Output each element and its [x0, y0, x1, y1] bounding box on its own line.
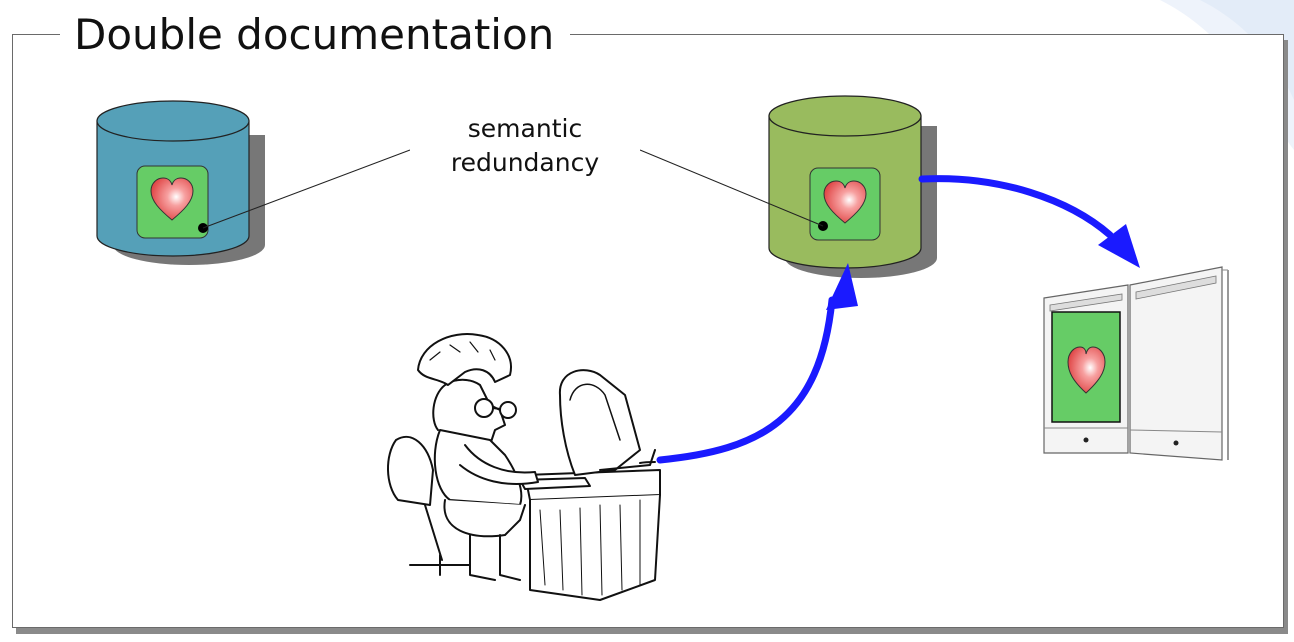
arrow-computer-to-database [656, 296, 836, 464]
annotation-line-right [639, 149, 824, 227]
slide-title: Double documentation [60, 8, 571, 62]
heart-panel [809, 167, 881, 241]
left-database-icon [96, 100, 265, 265]
annotation-line-2: redundancy [450, 148, 600, 177]
heart-icon [1067, 346, 1106, 394]
arrow-database-to-documents [918, 175, 1114, 239]
heart-panel [136, 165, 209, 239]
heart-icon [150, 177, 194, 221]
right-database-icon [768, 95, 937, 278]
person-at-computer-illustration [387, 333, 661, 601]
heart-icon [823, 180, 867, 224]
annotation-line-left [202, 149, 411, 229]
annotation-label: semantic redundancy [410, 112, 640, 180]
arrowhead-up [826, 263, 858, 310]
arrowhead-down [1098, 224, 1140, 268]
book-pages-icon [1043, 266, 1229, 461]
annotation-line-1: semantic [467, 114, 583, 143]
